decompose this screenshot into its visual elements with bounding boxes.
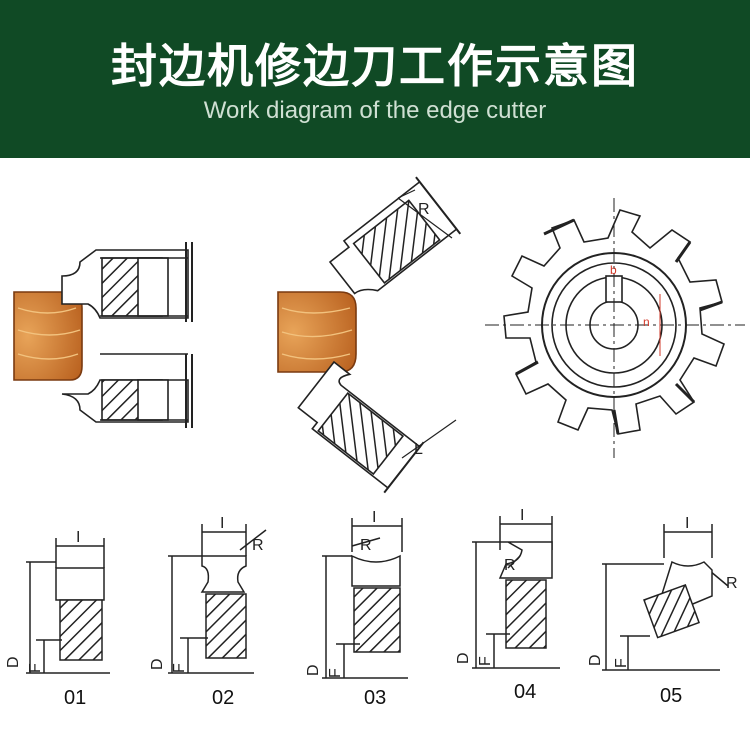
profile-04-dim-F: F (477, 656, 494, 666)
wood-panel-left (13, 291, 83, 381)
label-b: b (610, 263, 617, 277)
profile-02-dim-R: R (252, 537, 264, 554)
work-diagram: R L b n I D (5, 176, 745, 709)
profile-05-dim-D: D (587, 654, 604, 666)
profile-04-dim-R: R (504, 557, 516, 574)
profile-05-dim-F: F (613, 658, 630, 668)
profile-03-dim-I: I (372, 509, 376, 526)
page-subtitle: Work diagram of the edge cutter (203, 97, 547, 124)
profile-01-dim-D: D (5, 656, 22, 668)
label-R-angled: R (418, 201, 430, 218)
profile-01: I D F 01 (5, 529, 110, 709)
left-cutter-diagram (13, 242, 193, 428)
profile-05: I R D F 05 (587, 515, 738, 707)
profile-03: I R D F 03 (305, 509, 408, 709)
profile-02-dim-I: I (220, 515, 224, 532)
profile-03-number: 03 (364, 687, 386, 709)
page-title: 封边机修边刀工作示意图 (111, 39, 639, 93)
profile-02-number: 02 (212, 687, 234, 709)
profile-04: I R D F 04 (455, 507, 560, 703)
profile-01-number: 01 (64, 687, 86, 709)
label-L-angled: L (414, 441, 423, 458)
profile-05-dim-R: R (726, 575, 738, 592)
profile-02-dim-D: D (149, 658, 166, 670)
profile-04-number: 04 (514, 681, 536, 703)
profile-02-dim-F: F (171, 663, 188, 673)
profile-01-dim-I: I (76, 529, 80, 546)
profile-05-dim-I: I (685, 515, 689, 532)
profile-01-dim-F: F (27, 663, 44, 673)
profile-04-dim-I: I (520, 507, 524, 524)
profile-03-dim-F: F (327, 668, 344, 678)
profile-03-dim-D: D (305, 664, 322, 676)
header-banner: 封边机修边刀工作示意图 Work diagram of the edge cut… (0, 0, 750, 158)
profile-04-dim-D: D (455, 652, 472, 664)
label-n: n (643, 315, 650, 329)
profile-05-number: 05 (660, 685, 682, 707)
angled-cutter-diagram: R L (277, 176, 462, 494)
profile-02: I R D F 02 (149, 515, 267, 709)
circular-cutter-diagram: b n (485, 198, 745, 458)
profile-03-dim-R: R (360, 537, 372, 554)
